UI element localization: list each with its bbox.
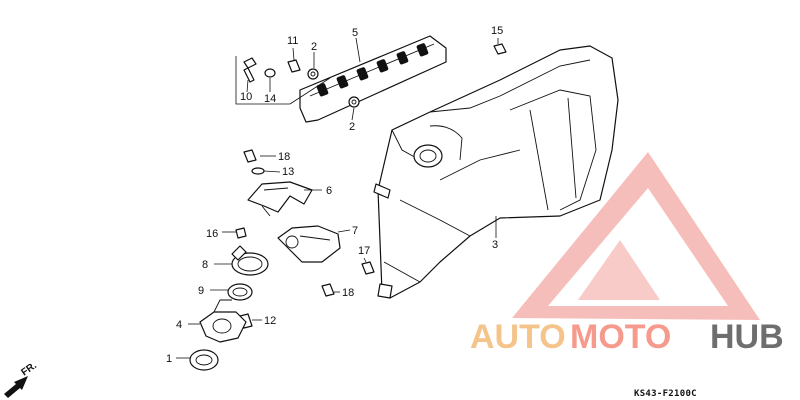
watermark-word-auto: AUTO — [470, 318, 566, 356]
callout-3: 3 — [492, 239, 498, 251]
callout-1: 1 — [166, 353, 172, 365]
part-9-gasket — [227, 283, 253, 301]
callout-13: 13 — [282, 166, 294, 178]
part-6-shield — [247, 181, 313, 217]
callout-9: 9 — [198, 285, 204, 297]
part-3-muffler-body — [373, 45, 619, 299]
callout-2-lower: 2 — [349, 121, 355, 133]
watermark-word-hub: HUB — [710, 318, 784, 356]
part-7-guard — [277, 225, 341, 263]
direction-arrow-icon — [4, 376, 28, 398]
watermark-triangle-icon — [512, 152, 760, 320]
watermark-triangle-inner-icon — [578, 240, 660, 300]
watermark-wordmark: AUTO MOTO HUB — [470, 318, 784, 356]
callout-12: 12 — [264, 315, 276, 327]
callout-labels: 10 14 11 2 5 2 15 18 13 6 16 7 8 9 4 12 … — [166, 25, 503, 365]
grouping-brackets — [235, 56, 331, 105]
part-8-clamp — [231, 245, 269, 276]
callout-10: 10 — [240, 91, 252, 103]
callout-6: 6 — [326, 185, 332, 197]
part-5-plate — [299, 35, 447, 123]
part-1-gasket — [189, 349, 219, 371]
watermark-logo — [512, 152, 760, 320]
leader-lines — [176, 37, 499, 359]
callout-7: 7 — [352, 225, 358, 237]
callout-17: 17 — [358, 245, 370, 257]
callout-11: 11 — [287, 35, 298, 47]
direction-label: FR. — [19, 360, 39, 378]
callout-4: 4 — [176, 319, 182, 331]
front-direction-indicator: FR. — [4, 360, 39, 398]
callout-18-upper: 18 — [278, 151, 290, 163]
callout-14: 14 — [264, 93, 276, 105]
callout-15: 15 — [491, 25, 503, 37]
callout-2-upper: 2 — [311, 41, 317, 53]
part-4-flange — [199, 299, 247, 343]
callout-16: 16 — [206, 228, 218, 240]
callout-8: 8 — [202, 259, 208, 271]
watermark-word-moto: MOTO — [570, 318, 671, 356]
callout-5: 5 — [352, 27, 358, 39]
diagram-code: KS43-F2100C — [634, 389, 697, 399]
callout-18-lower: 18 — [342, 287, 354, 299]
